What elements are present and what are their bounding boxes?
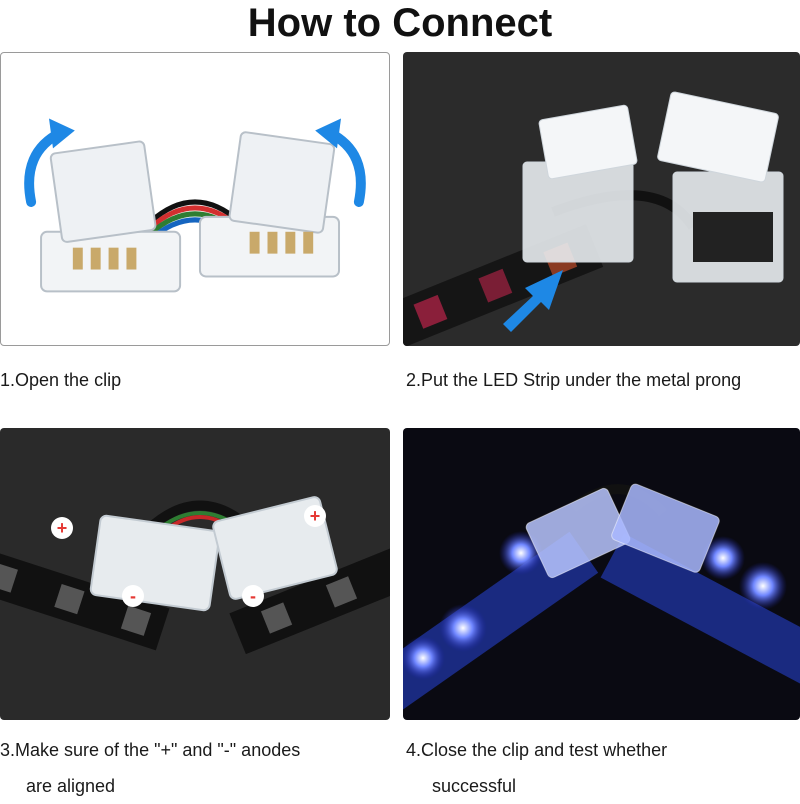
step-1-image: [0, 52, 390, 346]
step-4-caption: 4.Close the clip and test whether succes…: [406, 732, 796, 804]
step-3-caption-line2: are aligned: [26, 776, 116, 796]
svg-text:-: -: [250, 586, 256, 606]
plus-marker: +: [51, 517, 73, 539]
step-4-image: [403, 428, 800, 720]
plus-marker: +: [304, 505, 326, 527]
step-4-caption-line1: 4.Close the clip and test whether: [406, 740, 668, 760]
svg-text:+: +: [57, 518, 68, 538]
step-4-caption-line2: successful: [432, 776, 517, 796]
page-title: How to Connect: [247, 1, 553, 45]
step-3-image: + + - -: [0, 428, 390, 720]
insert-arrow-icon: [503, 270, 563, 332]
step-2-image: [403, 52, 800, 346]
svg-text:-: -: [130, 586, 136, 606]
step-3-caption: 3.Make sure of the "+" and "-" anodes ar…: [0, 732, 400, 804]
minus-marker: -: [242, 585, 264, 607]
step-3-caption-line1: 3.Make sure of the "+" and "-" anodes: [0, 740, 301, 760]
step-2-caption: 2.Put the LED Strip under the metal pron…: [406, 370, 742, 390]
svg-text:+: +: [310, 506, 321, 526]
minus-marker: -: [122, 585, 144, 607]
right-connector-open: [198, 131, 341, 278]
step-1-caption: 1.Open the clip: [0, 370, 122, 390]
left-connector-open: [40, 140, 182, 293]
